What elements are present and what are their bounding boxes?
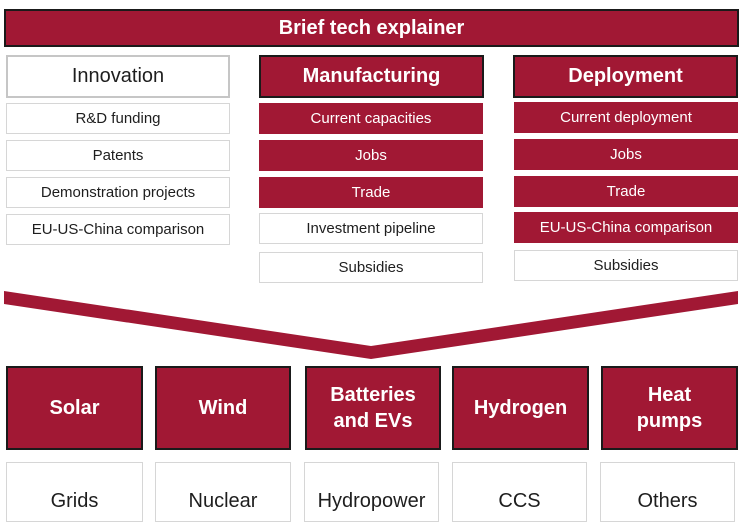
- tech-label: Hydrogen: [473, 397, 568, 419]
- column-header-manufacturing: Manufacturing: [259, 55, 484, 98]
- tech-label: Others: [637, 489, 698, 512]
- chevron-down-arrow: [4, 291, 738, 359]
- item-label: Current deployment: [560, 109, 692, 126]
- innovation-item-comparison: EU-US-China comparison: [6, 214, 230, 245]
- manufacturing-item-subsidies: Subsidies: [259, 252, 483, 283]
- deployment-item-trade: Trade: [514, 176, 738, 207]
- title-banner: Brief tech explainer: [4, 9, 739, 47]
- item-label: Jobs: [355, 147, 387, 164]
- tech-box-others: Others: [600, 462, 735, 522]
- tech-label: Wind: [198, 397, 248, 419]
- item-label: Jobs: [610, 146, 642, 163]
- innovation-item-demonstration: Demonstration projects: [6, 177, 230, 208]
- tech-label: Hydropower: [317, 489, 426, 512]
- tech-label: Solar: [49, 397, 100, 419]
- innovation-item-patents: Patents: [6, 140, 230, 171]
- manufacturing-item-trade: Trade: [259, 177, 483, 208]
- tech-box-hydrogen: Hydrogen: [452, 366, 589, 450]
- tech-box-ccs: CCS: [452, 462, 587, 522]
- tech-box-hydropower: Hydropower: [304, 462, 439, 522]
- item-label: EU-US-China comparison: [31, 221, 205, 238]
- tech-label: Batteries and EVs: [330, 384, 416, 432]
- tech-box-wind: Wind: [155, 366, 291, 450]
- item-label: Patents: [92, 147, 144, 164]
- tech-label: Heat pumps: [636, 384, 703, 432]
- item-label: Trade: [606, 183, 646, 200]
- tech-box-heat-pumps: Heat pumps: [601, 366, 738, 450]
- item-label: Trade: [351, 184, 391, 201]
- column-header-label: Deployment: [568, 65, 683, 87]
- manufacturing-item-jobs: Jobs: [259, 140, 483, 171]
- column-header-label: Innovation: [71, 65, 165, 87]
- deployment-item-subsidies: Subsidies: [514, 250, 738, 281]
- tech-box-batteries-evs: Batteries and EVs: [305, 366, 441, 450]
- deployment-item-jobs: Jobs: [514, 139, 738, 170]
- item-label: Demonstration projects: [40, 184, 196, 201]
- title-text: Brief tech explainer: [278, 16, 465, 39]
- item-label: Investment pipeline: [306, 220, 436, 237]
- item-label: R&D funding: [75, 110, 161, 127]
- tech-label: CCS: [498, 489, 541, 512]
- item-label: Current capacities: [310, 110, 432, 127]
- tech-label: Grids: [50, 489, 99, 512]
- manufacturing-item-pipeline: Investment pipeline: [259, 213, 483, 244]
- item-label: Subsidies: [593, 257, 659, 274]
- tech-box-grids: Grids: [6, 462, 143, 522]
- manufacturing-item-capacities: Current capacities: [259, 103, 483, 134]
- column-header-deployment: Deployment: [513, 55, 738, 98]
- column-header-label: Manufacturing: [302, 65, 441, 87]
- innovation-item-rd-funding: R&D funding: [6, 103, 230, 134]
- tech-box-nuclear: Nuclear: [155, 462, 291, 522]
- deployment-item-current: Current deployment: [514, 102, 738, 133]
- column-header-innovation: Innovation: [6, 55, 230, 98]
- tech-box-solar: Solar: [6, 366, 143, 450]
- tech-label: Nuclear: [188, 489, 258, 512]
- item-label: EU-US-China comparison: [539, 219, 713, 236]
- item-label: Subsidies: [338, 259, 404, 276]
- deployment-item-comparison: EU-US-China comparison: [514, 212, 738, 243]
